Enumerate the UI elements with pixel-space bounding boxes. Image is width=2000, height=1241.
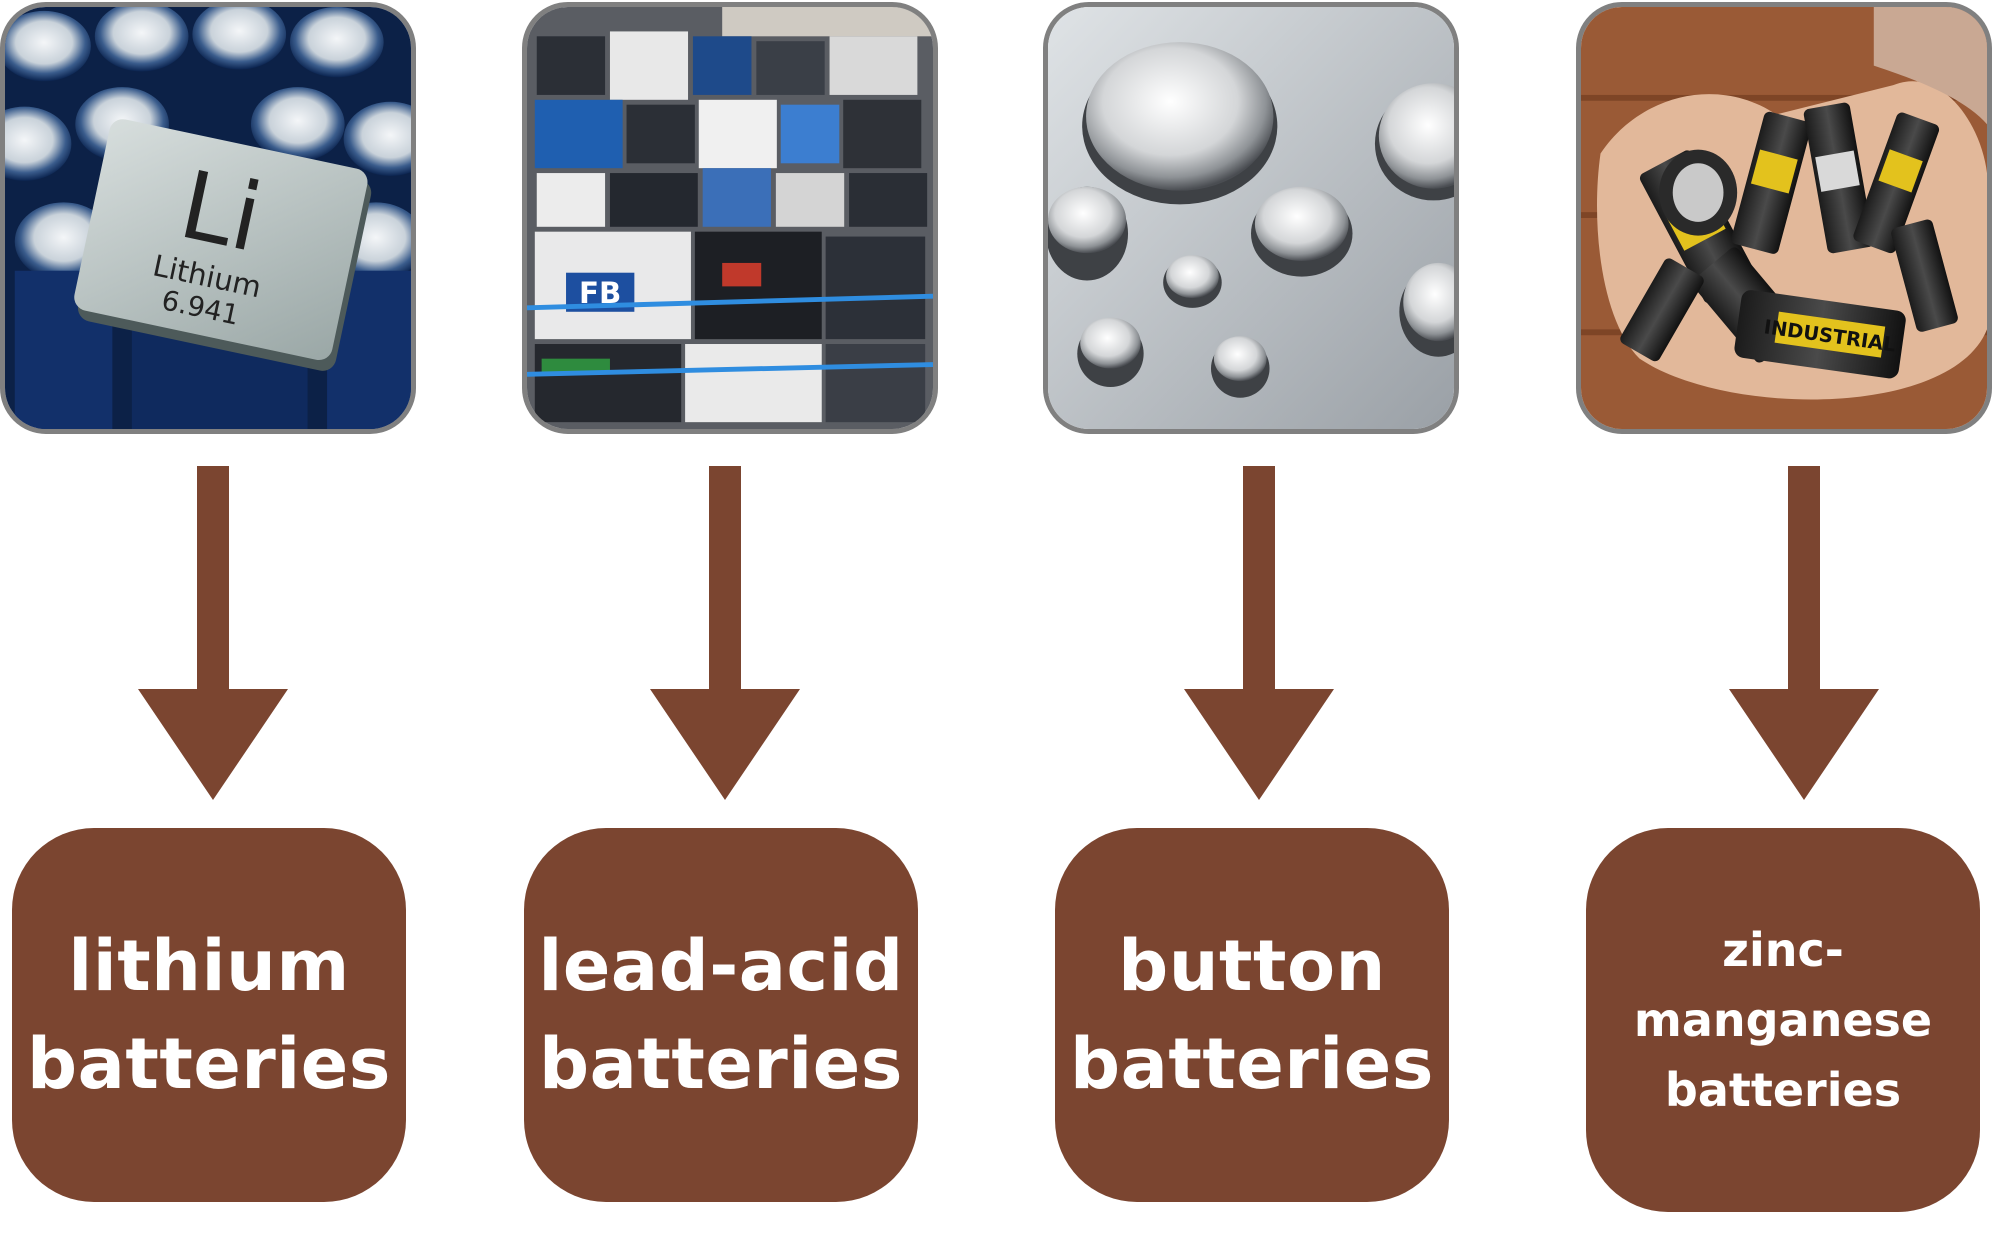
category-column-zinc-manganese: INDUSTRIAL zinc- manganese batteries [1574, 0, 2000, 1241]
lithium-battery-image: Li Lithium 6.941 [5, 7, 411, 429]
label-box-button: button batteries [1055, 828, 1449, 1202]
lead-acid-battery-image: FB [527, 7, 933, 429]
lead-acid-battery-photo: FB [522, 2, 938, 434]
label-line: lithium [68, 925, 350, 1007]
label-box-zinc-manganese: zinc- manganese batteries [1586, 828, 1980, 1212]
label-line: lead-acid [538, 925, 904, 1007]
label-line: manganese [1633, 993, 1933, 1047]
zinc-manganese-battery-image: INDUSTRIAL [1581, 7, 1987, 429]
label-line: batteries [1070, 1023, 1434, 1105]
down-arrow [1729, 466, 1879, 800]
label-line: batteries [1664, 1063, 1902, 1117]
category-column-lead-acid: FB lead-acid batteries [522, 0, 942, 1241]
category-column-button: button batteries [1043, 0, 1463, 1241]
button-battery-image [1048, 7, 1454, 429]
label-line: batteries [539, 1023, 903, 1105]
down-arrow [650, 466, 800, 800]
zinc-manganese-battery-photo: INDUSTRIAL [1576, 2, 1992, 434]
label-line: zinc- [1722, 923, 1844, 977]
label-line: batteries [27, 1023, 391, 1105]
category-column-lithium: Li Lithium 6.941 lithium batteries [0, 0, 420, 1241]
down-arrow [1184, 466, 1334, 800]
label-box-lithium: lithium batteries [12, 828, 406, 1202]
button-battery-photo [1043, 2, 1459, 434]
down-arrow [138, 466, 288, 800]
lithium-battery-photo: Li Lithium 6.941 [0, 2, 416, 434]
label-line: button [1118, 925, 1386, 1007]
label-box-lead-acid: lead-acid batteries [524, 828, 918, 1202]
